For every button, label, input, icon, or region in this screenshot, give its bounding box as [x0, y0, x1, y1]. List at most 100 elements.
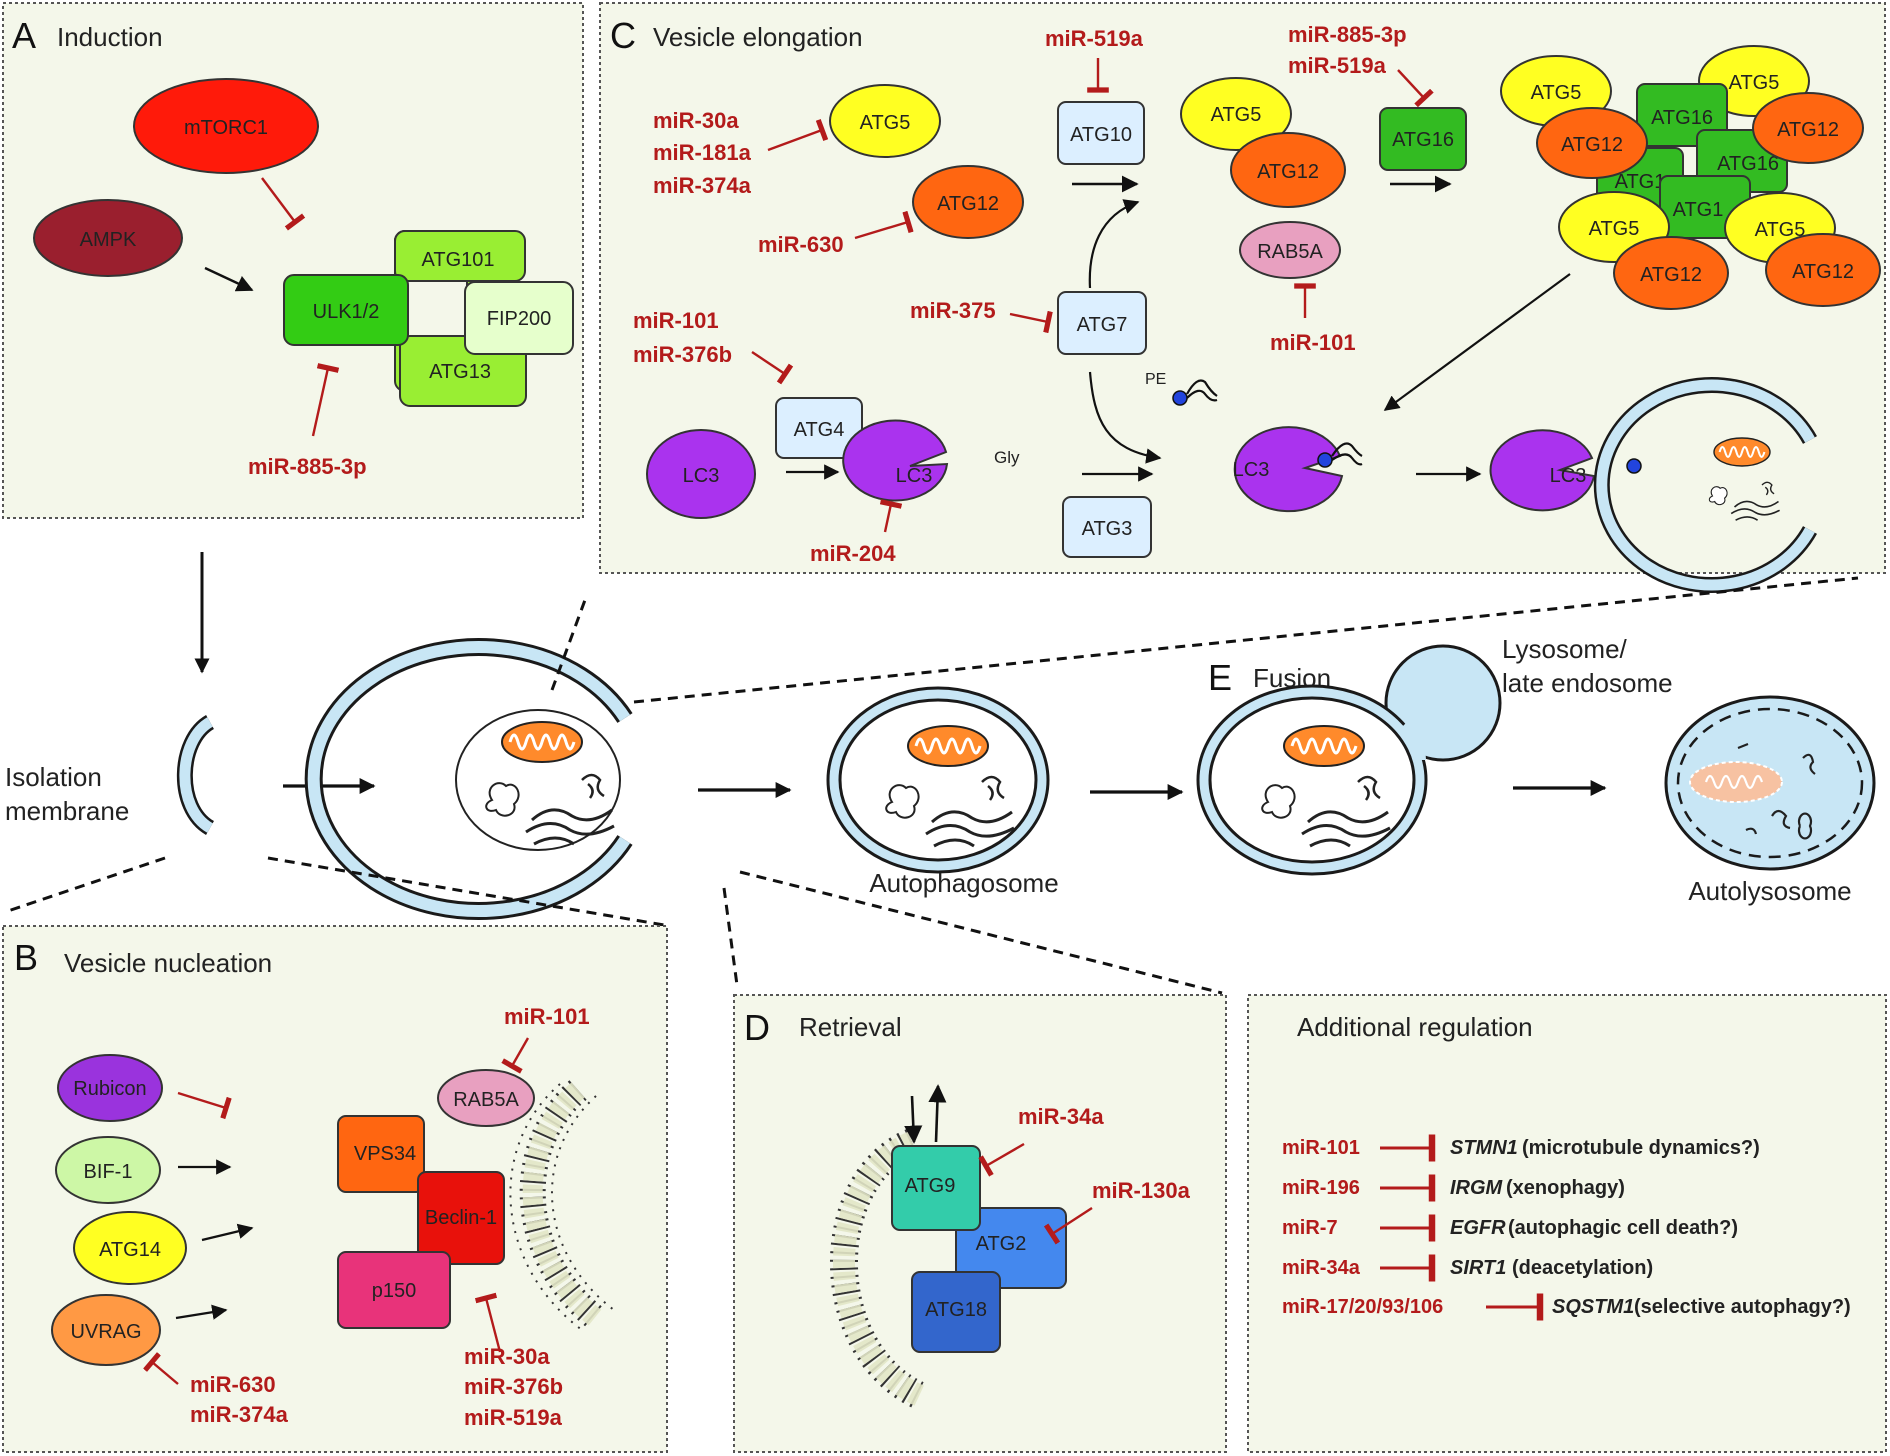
- additional-row-4: miR-34a SIRT1 (deacetylation): [1282, 1254, 1653, 1282]
- cluster-atg5-d: ATG5: [1755, 219, 1806, 241]
- b-mir374a: miR-374a: [190, 1402, 289, 1427]
- panel-e-letter: E: [1208, 657, 1232, 698]
- isolation-label-1: Isolation: [5, 762, 102, 792]
- beclin-node: [417, 1171, 505, 1265]
- panel-d-retrieval: D Retrieval ATG2 ATG9 ATG18 miR-34a miR-…: [733, 994, 1227, 1453]
- atg14-node: [73, 1211, 187, 1285]
- row5-gene: SQSTM1: [1552, 1296, 1634, 1318]
- c-mir630: miR-630: [758, 232, 844, 257]
- cluster-atg5-b: ATG5: [1729, 72, 1780, 94]
- c-atg-complex-cluster: ATG5 ATG5 ATG16 ATG1 ATG16 ATG1 ATG12 AT…: [1500, 45, 1881, 310]
- additional-row-5: miR-17/20/93/106 SQSTM1 (selective autop…: [1282, 1293, 1851, 1321]
- autolysosome-label: Autolysosome: [1688, 876, 1851, 906]
- mir630-inhibits-uvrag: [143, 1352, 179, 1385]
- c-atg3-node: [1062, 496, 1152, 558]
- row3-mir: miR-7: [1282, 1217, 1338, 1239]
- panel-c-title: Vesicle elongation: [653, 22, 863, 52]
- lysosome-label-1: Lysosome/: [1502, 634, 1628, 664]
- c-conj-atg12: [1230, 132, 1346, 208]
- atg18-node: [911, 1271, 1001, 1353]
- p150-label: p150: [372, 1280, 417, 1302]
- panel-b-vesicle-nucleation: B Vesicle nucleation Rubicon BIF-1 ATG14…: [2, 925, 668, 1453]
- autophagosome-vesicle: [826, 686, 1050, 874]
- panel-d-letter: D: [744, 1007, 770, 1048]
- c-atg7-up-arrow: [1088, 199, 1140, 289]
- row2-gene: IRGM: [1450, 1177, 1504, 1199]
- autophagosome-label: Autophagosome: [869, 868, 1058, 898]
- panel-a-induction: A Induction mTORC1 AMPK ATG101 ATG13 ATG…: [2, 2, 584, 519]
- cluster-atg5-c: ATG5: [1589, 218, 1640, 240]
- c-lc3-cleaved-label: LC3: [896, 465, 933, 487]
- cluster-atg12-a: ATG12: [1561, 134, 1623, 156]
- atg101-text: ATG101: [422, 249, 495, 271]
- c-mir204-inhibits-lc3: [879, 499, 903, 533]
- c-mir375: miR-375: [910, 298, 996, 323]
- beclin-label: Beclin-1: [425, 1207, 497, 1229]
- atg9-node: [891, 1145, 981, 1231]
- mir30a-inhibits-beclin: [474, 1292, 502, 1353]
- atg14-label: ATG14: [99, 1239, 161, 1261]
- b-mir630: miR-630: [190, 1372, 276, 1397]
- lysosome-label-2: late endosome: [1502, 668, 1673, 698]
- c-atg7-down-arrow: [1088, 371, 1162, 464]
- c-gly-label: Gly: [994, 448, 1020, 467]
- c-mir630-inhibits-atg12: [854, 210, 914, 240]
- panel-b-letter: B: [14, 937, 38, 978]
- row3-note: (autophagic cell death?): [1508, 1217, 1738, 1239]
- c-atg5-label: ATG5: [860, 112, 911, 134]
- ampk-activates-ulk: [204, 266, 254, 292]
- additional-row-1: miR-101 STMN1 (microtubule dynamics?): [1282, 1134, 1760, 1162]
- mir885-label: miR-885-3p: [248, 454, 367, 479]
- c-conj-atg5-label: ATG5: [1211, 104, 1262, 126]
- c-atg5-node: [829, 84, 941, 158]
- b-mir376b: miR-376b: [464, 1374, 563, 1399]
- panel-b-title: Vesicle nucleation: [64, 948, 272, 978]
- c-phagophore: [1593, 377, 1817, 593]
- vps34-node: [337, 1115, 425, 1193]
- c-conj-atg12-label: ATG12: [1257, 161, 1319, 183]
- c-atg7-node: [1057, 291, 1147, 355]
- additional-row-3: miR-7 EGFR (autophagic cell death?): [1282, 1214, 1738, 1242]
- b-mir30a: miR-30a: [464, 1344, 550, 1369]
- c-atg16-node: [1379, 107, 1467, 171]
- c-lc3-membrane-label: LC3: [1550, 465, 1587, 487]
- c-lc3-membrane-node: [1489, 429, 1596, 512]
- cluster-atg16-a: ATG16: [1651, 107, 1713, 129]
- phagophore-vesicle: [304, 638, 633, 920]
- atg2-label: ATG2: [976, 1233, 1027, 1255]
- fusion-vesicle: [1196, 644, 1502, 876]
- cluster-atg16-partial-a: ATG1: [1615, 171, 1666, 193]
- mir885-inhibits-ulk: [311, 363, 340, 437]
- row1-gene: STMN1: [1450, 1137, 1518, 1159]
- cluster-atg5-a: ATG5: [1531, 82, 1582, 104]
- c-mir376b: miR-376b: [633, 342, 732, 367]
- rubicon-inhibits: [177, 1091, 232, 1120]
- d-lipid-membrane: [830, 1129, 927, 1409]
- ulk-label: ULK1/2: [313, 301, 380, 323]
- panel-a-letter: A: [12, 15, 36, 56]
- c-mir519a-top: miR-519a: [1045, 26, 1144, 51]
- cluster-atg12-b: ATG12: [1777, 119, 1839, 141]
- mir130a-inhibits-atg2: [1043, 1206, 1093, 1245]
- p150-node: [337, 1251, 451, 1329]
- bif1-label: BIF-1: [84, 1161, 133, 1183]
- c-atg10-node: [1057, 101, 1145, 165]
- c-lc3-pe-node: [1233, 426, 1344, 513]
- ulk-node: [283, 274, 409, 346]
- mtorc1-label: mTORC1: [184, 117, 268, 139]
- c-rab5a-node: [1239, 221, 1341, 279]
- lysosome: [1384, 644, 1502, 762]
- c-atg4-node: [775, 397, 863, 459]
- mir101-inhibits-rab5a: [501, 1037, 530, 1074]
- row5-note: (selective autophagy?): [1634, 1296, 1851, 1318]
- c-mir519a: miR-519a: [1288, 53, 1387, 78]
- c-mir376b-inhibits-atg4: [751, 351, 794, 385]
- c-conj-atg5: [1180, 77, 1292, 151]
- c-rab5a-label: RAB5A: [1257, 241, 1323, 263]
- c-atg12-node: [912, 165, 1024, 239]
- b-rab5a-node: [437, 1069, 535, 1127]
- bif1-node: [55, 1136, 161, 1204]
- row1-mir: miR-101: [1282, 1137, 1360, 1159]
- c-mir30a-inhibits-atg5: [767, 118, 829, 152]
